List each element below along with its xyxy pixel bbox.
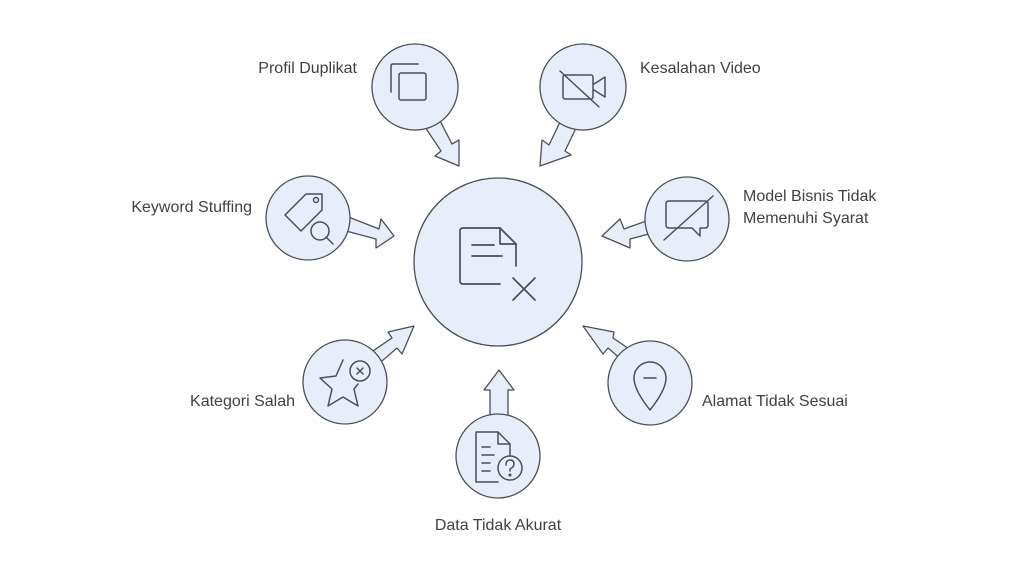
document-x-icon bbox=[459, 227, 536, 301]
node-profil-duplikat bbox=[371, 43, 459, 131]
label-kategori-salah: Kategori Salah bbox=[190, 393, 295, 410]
node-model-bisnis bbox=[644, 176, 730, 262]
copy-icon bbox=[390, 63, 427, 101]
label-model-bisnis: Model Bisnis Tidak Memenuhi Syarat bbox=[743, 186, 876, 230]
arrow-kesalahan-video bbox=[539, 119, 578, 167]
arrow-keyword-stuffing bbox=[345, 215, 395, 249]
label-model-bisnis-line1: Model Bisnis Tidak bbox=[743, 188, 877, 205]
node-data-tidak-akurat bbox=[455, 413, 541, 499]
node-kategori-salah bbox=[302, 339, 388, 425]
label-profil-duplikat: Profil Duplikat bbox=[258, 60, 357, 77]
label-alamat: Alamat Tidak Sesuai bbox=[702, 393, 848, 410]
label-data-tidak-akurat: Data Tidak Akurat bbox=[434, 517, 562, 534]
center-node bbox=[413, 177, 583, 347]
message-off-icon bbox=[663, 195, 714, 241]
map-pin-minus-icon bbox=[633, 361, 667, 411]
node-alamat bbox=[607, 340, 693, 426]
tag-search-icon bbox=[284, 193, 334, 245]
star-x-icon bbox=[319, 359, 371, 407]
label-kesalahan-video: Kesalahan Video bbox=[640, 60, 761, 77]
label-model-bisnis-line2: Memenuhi Syarat bbox=[743, 210, 869, 227]
node-kesalahan-video bbox=[539, 43, 627, 131]
node-keyword-stuffing bbox=[265, 175, 351, 261]
label-keyword-stuffing: Keyword Stuffing bbox=[131, 199, 252, 216]
file-question-icon bbox=[475, 431, 523, 483]
video-off-icon bbox=[559, 70, 606, 108]
